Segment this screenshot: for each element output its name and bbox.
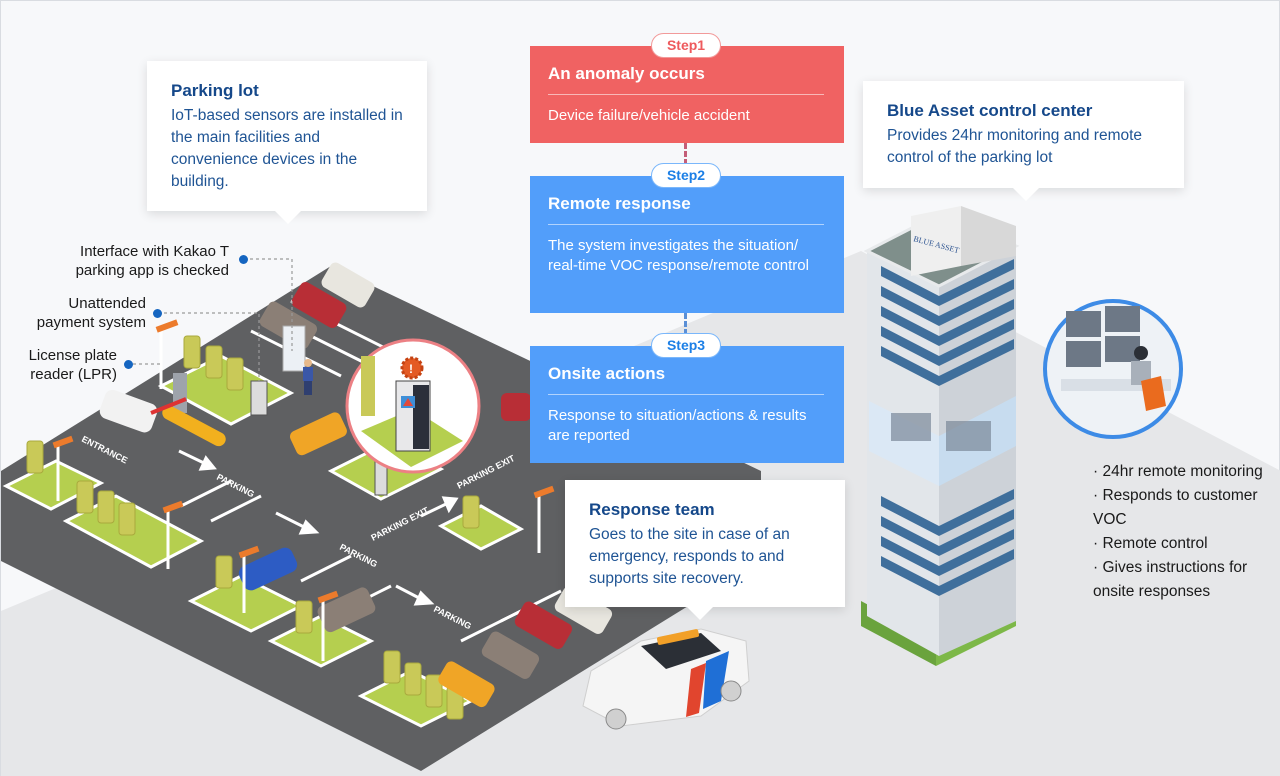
anomaly-magnifier: ! [345,338,481,474]
step-2-badge: Step2 [651,163,721,188]
feature-item: · 24hr remote monitoring [1093,463,1263,480]
step-1-badge: Step1 [651,33,721,58]
step-2-title: Remote response [548,194,824,225]
callout-pointer [275,211,301,224]
step-connector [684,143,687,165]
lpr-label: License plate reader (LPR) [28,347,117,383]
parked-cars [99,262,613,708]
feature-item: · Remote control [1093,535,1208,552]
step-3-card: Step3 Onsite actions Response to situati… [530,333,844,463]
parking-lot-description: IoT-based sensors are installed in the m… [171,107,403,190]
lamp-poles [56,331,541,661]
kakao-app-label: Interface with Kakao T parking app is ch… [75,243,229,279]
step-1-title: An anomaly occurs [548,64,824,95]
response-team-description: Goes to the site in case of an emergency… [589,526,790,587]
step-3-description: Response to situation/actions & results … [548,407,807,444]
callout-pointer [1013,188,1039,201]
control-room-magnifier [1043,299,1183,439]
parking-lot-title: Parking lot [171,81,259,100]
warning-triangle-icon [403,398,413,406]
control-center-description: Provides 24hr monitoring and remote cont… [887,127,1143,166]
step-2-card: Step2 Remote response The system investi… [530,163,844,313]
control-center-building: BLUE ASSET [861,206,1020,666]
svg-text:!: ! [409,362,413,376]
entrance-barrier [150,373,226,447]
step-3-title: Onsite actions [548,364,824,395]
lamp-heads [52,319,555,604]
feature-item: · Responds to customer VOC [1093,487,1258,528]
leader-lines [127,258,293,381]
step-connector [684,313,687,335]
person-figure [303,359,313,395]
response-team-car [582,628,750,730]
control-center-callout: Blue Asset control center Provides 24hr … [863,81,1184,201]
response-team-callout: Response team Goes to the site in case o… [565,480,845,620]
kakao-marker-dot [239,255,248,264]
payment-marker-dot [153,309,162,318]
step-3-badge: Step3 [651,333,721,358]
parking-lot-callout: Parking lot IoT-based sensors are instal… [147,61,427,224]
feature-item: · Gives instructions for onsite response… [1093,559,1248,600]
step-2-description: The system investigates the situation/ r… [548,237,809,274]
control-center-title: Blue Asset control center [887,101,1093,120]
payment-system-label: Unattended payment system [36,295,146,331]
callout-pointer [687,607,713,620]
trees [26,335,480,720]
step-1-card: Step1 An anomaly occurs Device failure/v… [530,33,844,143]
gear-exclamation-icon [400,356,424,380]
step-1-description: Device failure/vehicle accident [548,107,750,124]
lane-arrows [178,449,459,606]
control-center-features: · 24hr remote monitoring · Responds to c… [1093,460,1273,604]
response-team-title: Response team [589,500,715,519]
payment-kiosk [250,325,388,496]
lpr-marker-dot [124,360,133,369]
